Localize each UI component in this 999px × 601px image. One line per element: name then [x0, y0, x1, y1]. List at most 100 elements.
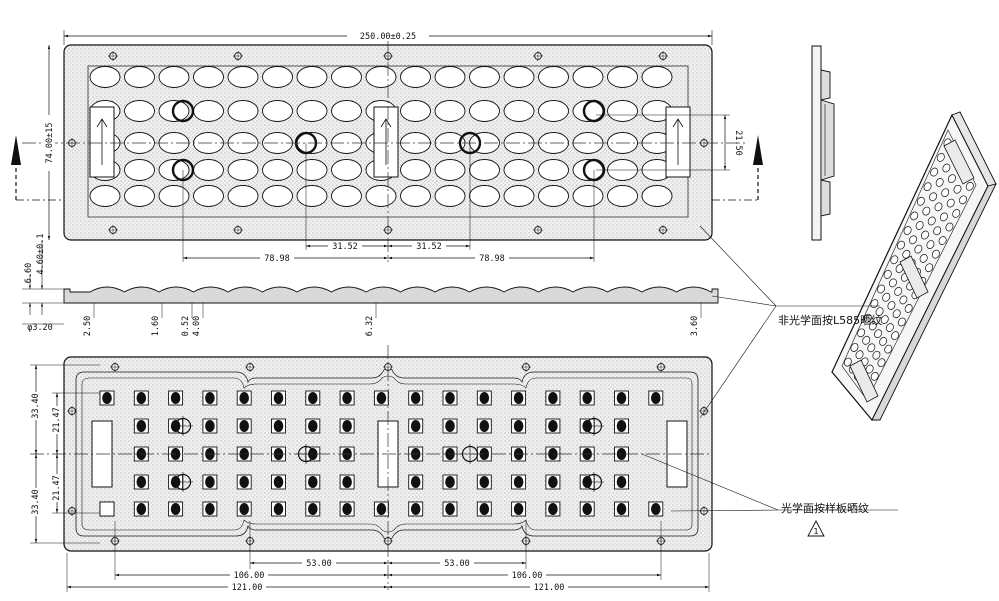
- hole-crosshair: [521, 362, 531, 372]
- bottom-outer-dim-left: 121.00: [232, 583, 263, 593]
- top-lens-cell: [89, 185, 121, 207]
- top-mount-holes: [67, 51, 709, 235]
- bottom-cell-dot: [308, 476, 318, 488]
- bottom-cell-dot: [308, 392, 318, 404]
- iso-lens-cell: [867, 343, 876, 353]
- iso-lens-cell: [927, 216, 936, 226]
- iso-lens-cell: [888, 278, 897, 288]
- bottom-cell-dot: [273, 503, 284, 515]
- section-dim-label: 6.32: [365, 316, 375, 336]
- top-lens-cell: [193, 185, 224, 207]
- top-lens-cell: [400, 185, 431, 207]
- top-lens-cell: [227, 159, 259, 181]
- top-mark-circle: [582, 99, 606, 123]
- bottom-cell-dot: [582, 392, 592, 404]
- top-lens-cell: [124, 159, 155, 181]
- section-dim-label: 4.00: [192, 316, 202, 336]
- top-lens-cell: [469, 100, 500, 122]
- top-lens-cell: [365, 185, 397, 207]
- top-view: [11, 40, 763, 262]
- section-dim-label: 0.52: [181, 316, 191, 336]
- bottom-cell-dot: [239, 503, 249, 515]
- iso-lens-cell: [872, 350, 881, 360]
- bottom-cell-dot: [273, 476, 284, 488]
- bottom-cell-dot: [616, 448, 627, 460]
- bottom-cell-dot: [170, 392, 181, 404]
- iso-lens-cell: [877, 284, 886, 294]
- top-lens-cell: [331, 159, 362, 181]
- iso-slot-bottom: [849, 359, 879, 403]
- bottom-cell-dot: [410, 420, 421, 432]
- iso-lens-cell: [855, 350, 864, 360]
- warning-triangle-icon: [807, 520, 825, 537]
- bottom-inner-dim-left: 53.00: [306, 559, 332, 569]
- bottom-cell-dot: [582, 503, 592, 515]
- top-lens-cell: [124, 185, 155, 207]
- bottom-cell-dot: [342, 420, 352, 432]
- iso-lens-cell: [914, 244, 923, 254]
- iso-lens-cell: [887, 301, 896, 310]
- bottom-cell-dot: [136, 420, 147, 432]
- iso-lens-cell: [875, 307, 884, 316]
- bottom-mid-dim-right: 106.00: [512, 571, 543, 581]
- top-lens-cell: [641, 66, 673, 88]
- bottom-inner-dim-right: 53.00: [444, 559, 470, 569]
- iso-lens-cell: [877, 358, 886, 368]
- iso-lens-cell: [935, 178, 944, 187]
- section-height-b: 4.60±0.1: [36, 234, 46, 275]
- iso-lens-cell: [885, 323, 894, 332]
- iso-lens-cell: [953, 184, 962, 194]
- bottom-cell-dot: [479, 392, 490, 404]
- slot-arrow-icon: [672, 118, 684, 165]
- hole-crosshair: [245, 362, 255, 372]
- iso-slot-top: [943, 139, 975, 185]
- bottom-cell-dot: [205, 392, 215, 404]
- top-lens-cell: [434, 100, 466, 122]
- bottom-cell-dot: [445, 476, 455, 488]
- bottom-groove-inner: [81, 375, 693, 533]
- iso-lens-cell: [850, 343, 859, 352]
- iso-slot-middle: [899, 255, 929, 299]
- iso-lens-cell: [902, 249, 911, 259]
- side-view: [811, 45, 835, 241]
- iso-lens-cell: [897, 240, 905, 250]
- iso-lens-cell: [965, 181, 974, 191]
- hole-crosshair: [533, 51, 543, 61]
- bottom-cell-dot: [548, 392, 558, 404]
- bottom-cell-dot: [205, 420, 215, 432]
- bottom-cell-dot: [342, 392, 352, 404]
- iso-lens-cell: [921, 230, 930, 240]
- iso-lens-cell: [892, 309, 901, 319]
- iso-lens-cell: [942, 163, 951, 173]
- bottom-groove-outer: [75, 367, 699, 541]
- top-lens-cell: [227, 185, 259, 207]
- top-lens-cell: [193, 66, 224, 88]
- hole-crosshair: [233, 51, 243, 61]
- bottom-cell-dot: [651, 503, 661, 515]
- top-lens-cell: [262, 185, 293, 207]
- hole-crosshair: [67, 406, 77, 416]
- iso-lens-cell: [904, 304, 913, 313]
- bottom-cell-dot: [239, 392, 249, 404]
- bottom-cell-dot: [342, 503, 352, 515]
- bottom-mount-holes: [67, 362, 709, 546]
- bottom-cell-dot: [479, 476, 490, 488]
- overall-width-dim: 250.00±0.25: [360, 32, 416, 42]
- bottom-empty-cell: [99, 501, 115, 517]
- iso-lens-cell: [882, 292, 891, 302]
- bottom-cell-dot: [205, 503, 215, 515]
- bottom-cell-dot: [548, 420, 558, 432]
- top-dimensions: 250.00±0.25 74.00±15 21.50 31.52 31.52 7…: [43, 30, 743, 264]
- bottom-cell-dot: [308, 503, 318, 515]
- top-lens-cell: [607, 66, 638, 88]
- section-height-a: 6.60: [24, 263, 34, 283]
- iso-lens-cell: [946, 198, 955, 208]
- annotations: 非光学面按L585晒纹 光学面按样板晒纹 1: [641, 225, 898, 537]
- bottom-cell-dot: [548, 448, 558, 460]
- mark-crosshair: [584, 472, 604, 492]
- bottom-cell-dot: [479, 420, 490, 432]
- bottom-cell-dot: [445, 392, 455, 404]
- iso-lens-cell: [930, 167, 939, 177]
- bottom-cell-dot: [239, 420, 249, 432]
